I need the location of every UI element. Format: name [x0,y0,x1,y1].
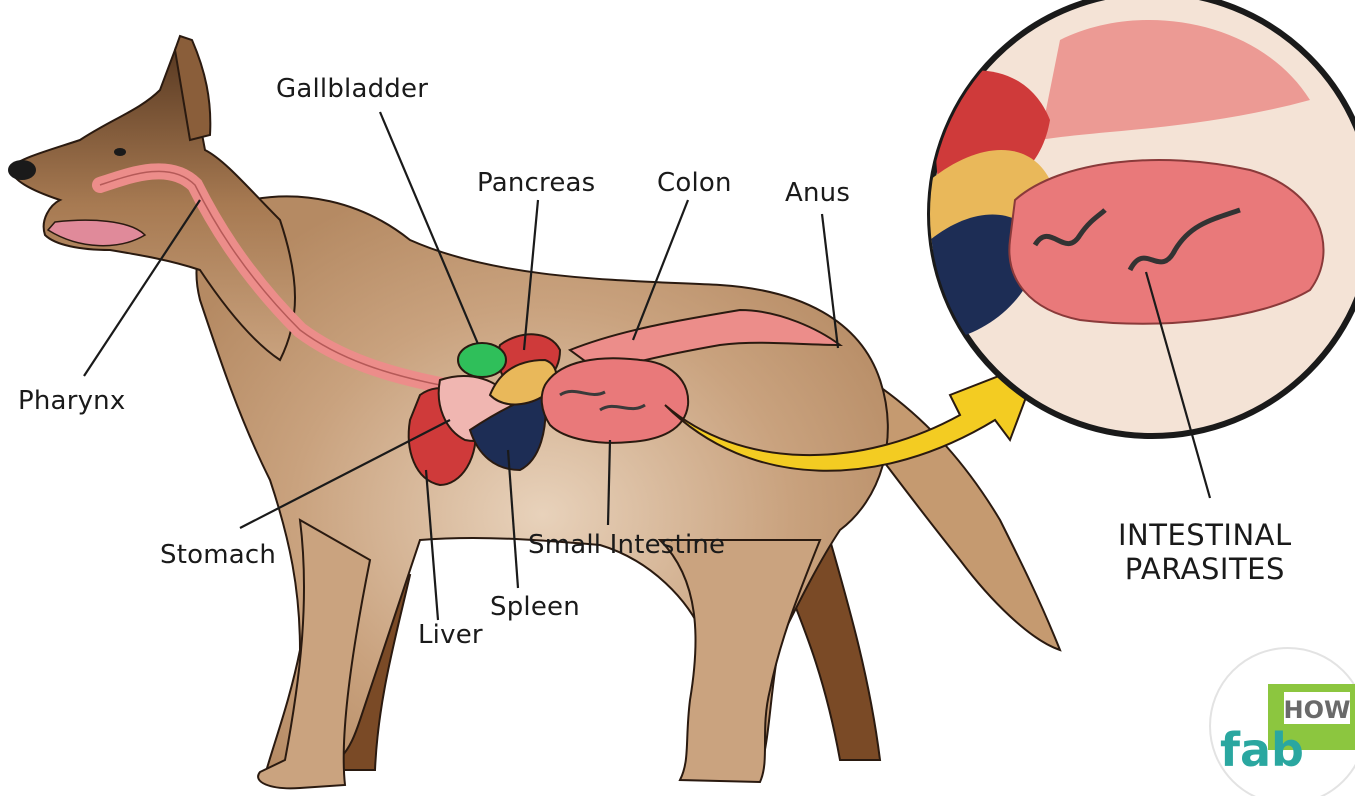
dog-head [10,50,295,360]
label-gallbladder: Gallbladder [276,74,428,104]
gallbladder-organ [458,343,506,377]
callout-line-2: PARASITES [1118,552,1292,586]
hind-leg [660,540,820,782]
dog-eye [114,148,126,156]
logo-badge: HOW [1284,696,1351,724]
label-small-intestine: Small Intestine [528,530,725,560]
label-intestinal-parasites: INTESTINAL PARASITES [1118,518,1292,586]
zoom-callout [930,0,1355,436]
label-liver: Liver [418,620,483,650]
label-pancreas: Pancreas [477,168,595,198]
label-colon: Colon [657,168,732,198]
label-spleen: Spleen [490,592,580,622]
logo-graphic: HOW fab [1208,636,1355,796]
label-pharynx: Pharynx [18,386,125,416]
dog-nose [8,160,36,180]
fabhow-logo: HOW fab [1208,636,1355,796]
label-anus: Anus [785,178,850,208]
callout-line-1: INTESTINAL [1118,518,1292,552]
small-intestine-organ [542,358,688,443]
logo-word: fab [1220,723,1304,777]
label-stomach: Stomach [160,540,276,570]
